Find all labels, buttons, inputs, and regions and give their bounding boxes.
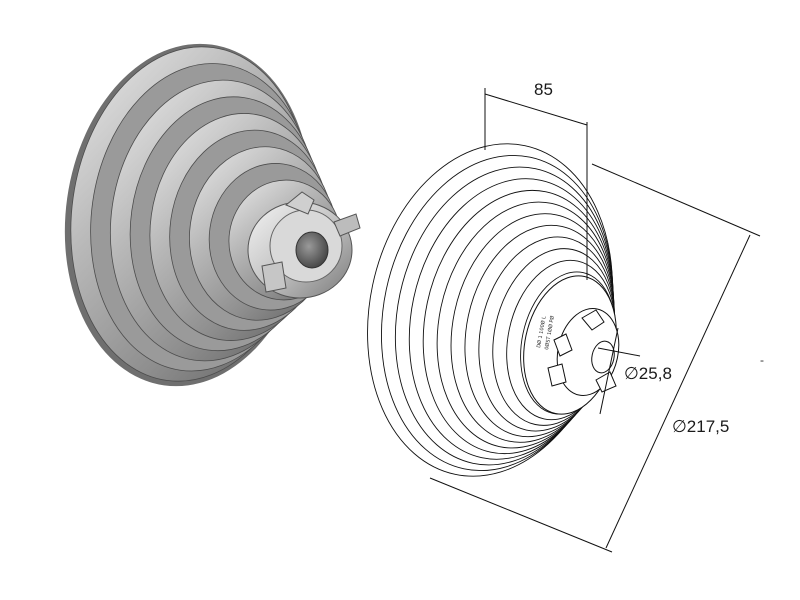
- bore-leader: [597, 347, 641, 357]
- drawing-hub-lug-4: [595, 371, 617, 393]
- drawing-hub-lug-2: [553, 333, 573, 357]
- hub-lug-right: [333, 213, 361, 237]
- hub-lug-bottom: [261, 261, 287, 293]
- width-dimension-line: [484, 93, 588, 126]
- outer-dimension-line: [605, 234, 751, 549]
- drawing-hub-lug-3: [547, 363, 567, 387]
- bore-hole: [295, 231, 329, 269]
- outer-extension-bottom: [429, 477, 613, 553]
- cable-drum-render: [64, 43, 361, 387]
- hub-lug-top: [285, 191, 315, 215]
- drum-hub: [247, 191, 361, 299]
- width-dimension-label: 85: [534, 80, 553, 99]
- bore-dimension-line: [599, 327, 619, 415]
- drawing-hub-lug-1: [581, 309, 605, 331]
- outer-extension-top: [591, 163, 761, 237]
- drawing-hub: [523, 275, 620, 415]
- drawing-bore: [591, 340, 615, 374]
- outer-dimension-label: ∅217,5: [672, 417, 729, 436]
- dimension-lines: [429, 88, 761, 553]
- stray-mark: -: [760, 353, 764, 367]
- cable-drum-line-drawing: [367, 143, 620, 477]
- bore-dimension-label: ∅25,8: [624, 364, 672, 383]
